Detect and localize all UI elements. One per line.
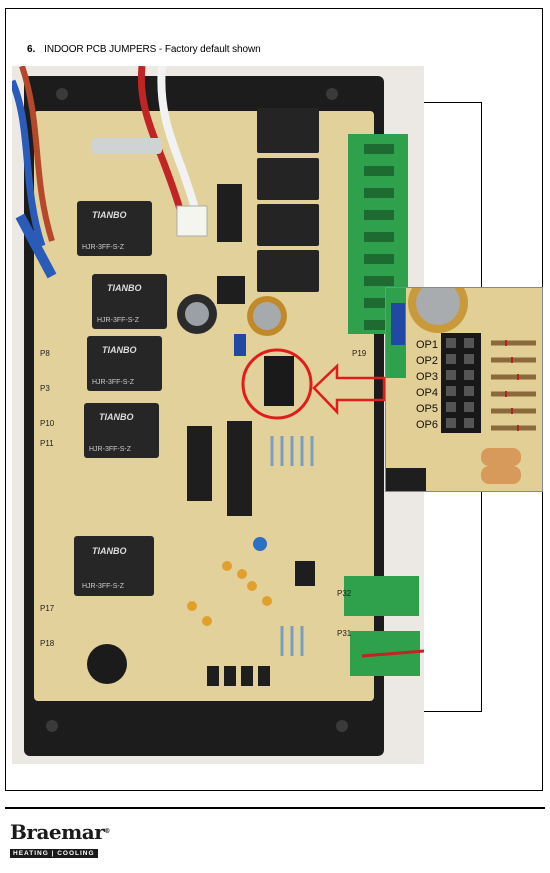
section-number: 6.: [27, 44, 36, 55]
jumper-op3-label: OP3: [416, 371, 438, 383]
jumper-op1-label: OP1: [416, 339, 438, 351]
jumper-op4-label: OP4: [416, 387, 438, 399]
braemar-logo: Braemar® HEATING | COOLING: [10, 822, 110, 860]
relay-brand-4: TIANBO: [99, 412, 134, 422]
label-p17: P17: [40, 604, 55, 613]
label-p31: P31: [337, 629, 352, 638]
logo-registered-mark: ®: [104, 828, 110, 835]
logo-tagline: HEATING | COOLING: [10, 849, 98, 858]
label-p19: P19: [352, 349, 367, 358]
label-p10: P10: [40, 419, 55, 428]
jumper-op5-label: OP5: [416, 403, 438, 415]
label-p32: P32: [337, 589, 352, 598]
relay-brand-5: TIANBO: [92, 546, 127, 556]
jumper-op2-label: OP2: [416, 355, 438, 367]
relay-model-2: HJR-3FF-S-Z: [97, 317, 140, 324]
label-p8: P8: [40, 349, 50, 358]
relay-brand-2: TIANBO: [107, 283, 142, 293]
callout-line-top-v: [481, 102, 482, 288]
jumper-op6-label: OP6: [416, 419, 438, 431]
label-p3: P3: [40, 384, 50, 393]
relay-model-1: HJR-3FF-S-Z: [82, 244, 125, 251]
section-heading: 6. INDOOR PCB JUMPERS - Factory default s…: [27, 44, 261, 55]
relay-brand-1: TIANBO: [92, 210, 127, 220]
label-p11: P11: [40, 439, 54, 448]
relay-model-3: HJR-3FF-S-Z: [92, 379, 135, 386]
pcb-photo: TIANBO TIANBO TIANBO TIANBO TIANBO HJR-3…: [12, 66, 424, 764]
relay-brand-3: TIANBO: [102, 345, 137, 355]
footer-rule: [5, 807, 545, 809]
relay-model-5: HJR-3FF-S-Z: [82, 583, 125, 590]
callout-line-bottom-h: [424, 711, 482, 712]
relay-model-4: HJR-3FF-S-Z: [89, 446, 132, 453]
label-p18: P18: [40, 639, 55, 648]
callout-line-bottom-v: [481, 490, 482, 712]
jumper-closeup-inset: OP1 OP2 OP3 OP4 OP5 OP6: [385, 287, 543, 492]
callout-line-top-h: [424, 102, 482, 103]
logo-name: Braemar: [10, 820, 105, 844]
section-title: INDOOR PCB JUMPERS - Factory default sho…: [44, 44, 261, 55]
